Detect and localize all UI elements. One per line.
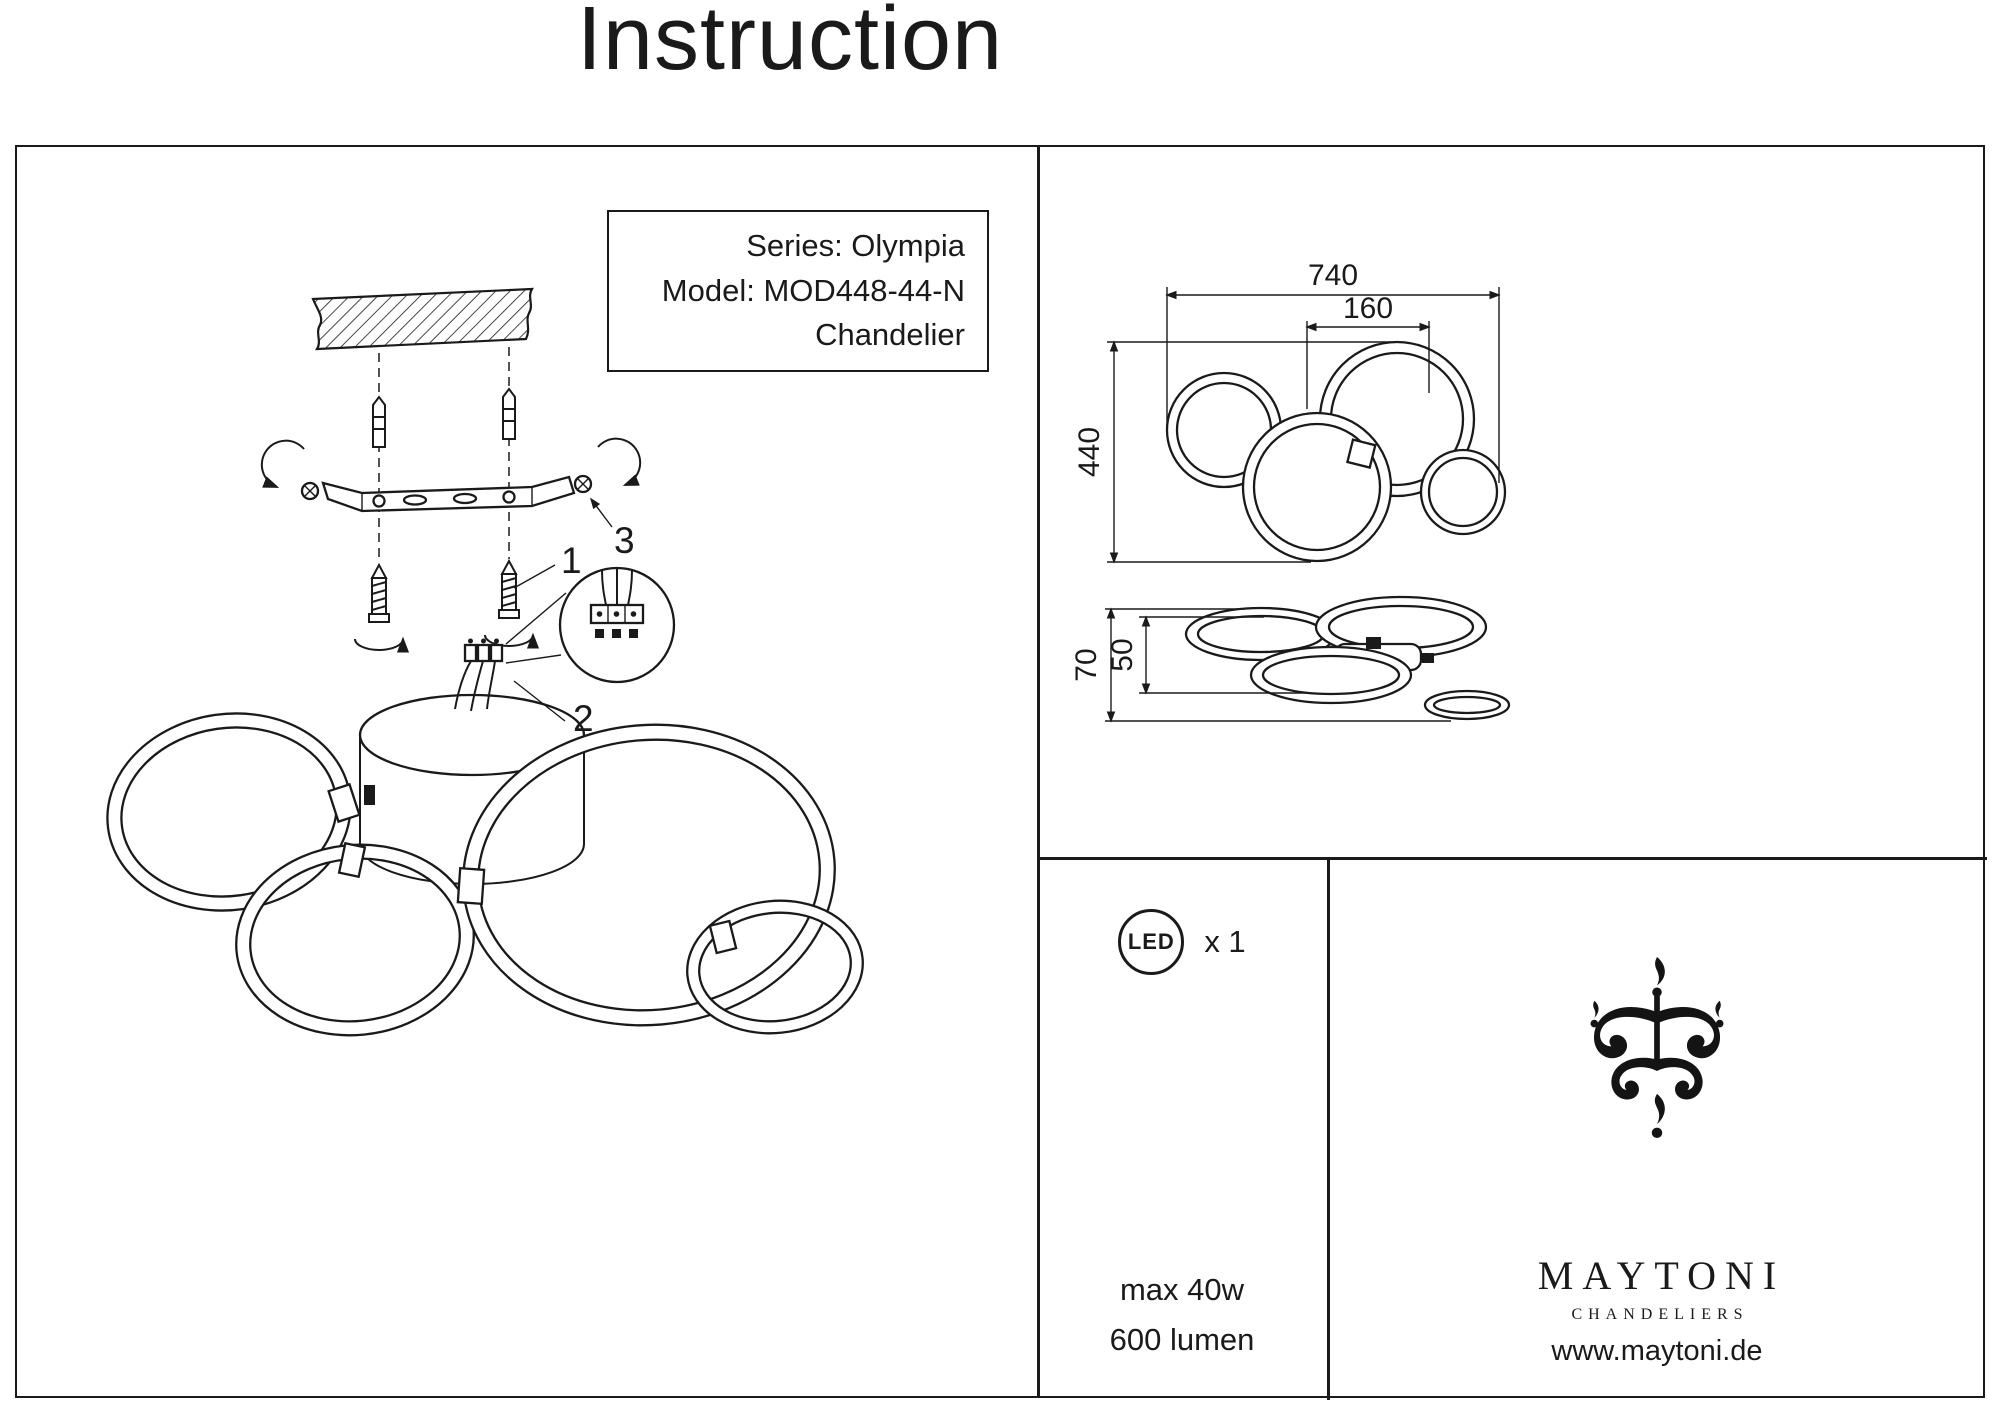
dim-front-width: 740	[1165, 259, 1501, 483]
callout-2-label: 2	[573, 698, 594, 739]
ring-right	[462, 723, 836, 1027]
front-view-rings	[1165, 340, 1507, 563]
mounting-bracket	[321, 475, 576, 513]
led-icon: LED	[1118, 909, 1185, 975]
led-specs: max 40w 600 lumen	[1037, 1265, 1327, 1365]
page-title: Instruction	[576, 0, 1004, 89]
ceiling	[311, 287, 535, 351]
brand-panel: MAYTONI CHANDELIERS www.maytoni.de	[1327, 857, 1987, 1400]
dim-side-height: 70	[1070, 607, 1451, 723]
callout-1: 1	[513, 540, 582, 589]
bracket-screw-heads	[300, 474, 593, 501]
max-power: max 40w	[1119, 1272, 1245, 1307]
center-lines	[378, 347, 510, 563]
panel-divider-horizontal	[1037, 857, 1987, 860]
product-model: Model: MOD448-44-N	[661, 272, 965, 308]
led-icon-label: LED	[1127, 929, 1175, 954]
callout-3: 3	[589, 497, 635, 561]
rotation-arrows	[260, 437, 642, 653]
product-type: Chandelier	[815, 317, 965, 353]
dim-50-label: 50	[1106, 638, 1139, 671]
specs-panel: LED x 1 max 40w 600 lumen	[1037, 857, 1327, 1400]
assembly-diagram: 1 3	[106, 287, 864, 1037]
product-info-box: Series: Olympia Model: MOD448-44-N Chand…	[607, 210, 989, 372]
panel-divider-vertical	[1037, 147, 1040, 1396]
maytoni-ornament-icon	[1590, 957, 1724, 1139]
connector-tabs	[327, 782, 738, 955]
panel-divider-vertical-2	[1327, 857, 1330, 1400]
led-row: LED x 1	[1037, 909, 1327, 975]
dimension-drawing: 740 160 440	[1070, 259, 1511, 723]
wiring-detail	[505, 566, 676, 684]
dim-740-label: 740	[1308, 259, 1358, 292]
dim-440-label: 440	[1073, 427, 1106, 477]
led-count: x 1	[1204, 924, 1246, 959]
canopy-connector	[364, 785, 375, 805]
callout-1-label: 1	[561, 540, 582, 581]
side-view-rings	[1184, 595, 1511, 721]
brand-website: www.maytoni.de	[1551, 1335, 1763, 1367]
brand-tagline: CHANDELIERS	[1571, 1306, 1749, 1323]
ring-left	[106, 712, 352, 912]
luminous-flux: 600 lumen	[1109, 1322, 1255, 1358]
wall-anchors	[372, 388, 516, 448]
callout-3-label: 3	[614, 520, 635, 561]
dim-side-ring: 50	[1106, 615, 1307, 695]
mounting-screws	[368, 560, 520, 623]
content-frame: 1 3	[15, 145, 1987, 1400]
dim-70-label: 70	[1070, 648, 1103, 681]
dim-front-canopy: 160	[1305, 292, 1431, 409]
brand-name: MAYTONI	[1537, 1253, 1786, 1298]
product-series: Series: Olympia	[746, 227, 965, 263]
dim-front-height: 440	[1073, 340, 1391, 564]
callout-2: 2	[513, 680, 594, 739]
dim-160-label: 160	[1343, 292, 1393, 325]
terminal-block	[454, 638, 504, 712]
